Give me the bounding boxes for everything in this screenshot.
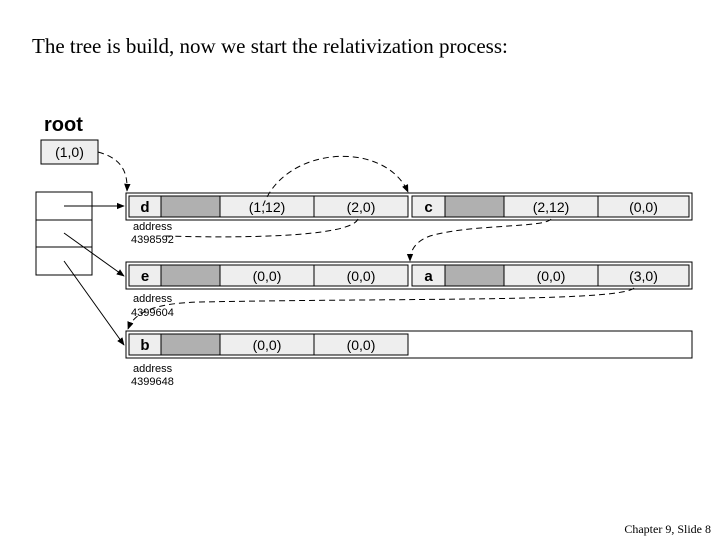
address-value: 4399648 bbox=[131, 376, 174, 388]
node-pair-1: (1,12) bbox=[249, 199, 286, 215]
node-shaded-cell bbox=[160, 333, 221, 356]
row-2: e (0,0) (0,0) a (0,0) (3,0) address 4399… bbox=[125, 261, 693, 319]
node-pair-2: (0,0) bbox=[347, 337, 376, 353]
node-shaded-cell bbox=[444, 195, 505, 218]
slide-heading: The tree is build, now we start the rela… bbox=[32, 34, 508, 58]
pointer-arrow-3 bbox=[63, 260, 125, 346]
a-to-b-arrow bbox=[127, 287, 635, 330]
node-pair-2: (3,0) bbox=[629, 268, 658, 284]
node-pair-1: (0,0) bbox=[253, 268, 282, 284]
node-b: b (0,0) (0,0) bbox=[128, 333, 409, 356]
node-pair-1: (0,0) bbox=[253, 337, 282, 353]
d-pair2-link bbox=[164, 218, 359, 238]
root-value: (1,0) bbox=[55, 144, 84, 160]
node-c: c (2,12) (0,0) bbox=[411, 195, 690, 218]
c-to-a-arrow bbox=[406, 218, 552, 262]
root-value-box bbox=[40, 139, 99, 165]
slide-footer: Chapter 9, Slide 8 bbox=[624, 522, 711, 536]
root-to-d-arrow bbox=[97, 151, 131, 192]
d-to-c-arrow bbox=[262, 155, 409, 207]
row-1: d (1,12) (2,0) c (2,12) (0,0) address 43… bbox=[125, 192, 693, 246]
node-label: b bbox=[140, 337, 149, 354]
node-e: e (0,0) (0,0) bbox=[128, 264, 409, 287]
node-pair-2: (0,0) bbox=[347, 268, 376, 284]
node-pair-1: (0,0) bbox=[537, 268, 566, 284]
node-shaded-cell bbox=[160, 264, 221, 287]
node-label: d bbox=[140, 199, 149, 216]
node-shaded-cell bbox=[444, 264, 505, 287]
node-pair-2: (2,0) bbox=[347, 199, 376, 215]
node-pair-1: (2,12) bbox=[533, 199, 570, 215]
address-label: address bbox=[133, 293, 173, 305]
address-label: address bbox=[133, 363, 173, 375]
node-pair-2: (0,0) bbox=[629, 199, 658, 215]
address-value: 4399604 bbox=[131, 307, 174, 319]
node-label: e bbox=[141, 268, 149, 285]
node-a: a (0,0) (3,0) bbox=[411, 264, 690, 287]
node-d: d (1,12) (2,0) bbox=[128, 195, 409, 218]
address-value: 4398592 bbox=[131, 234, 174, 246]
root-label: root bbox=[44, 114, 83, 136]
node-label: a bbox=[424, 268, 433, 285]
node-label: c bbox=[424, 199, 432, 216]
node-shaded-cell bbox=[160, 195, 221, 218]
row-3: b (0,0) (0,0) address 4399648 bbox=[125, 330, 693, 388]
pointer-arrow-2 bbox=[63, 232, 125, 277]
address-label: address bbox=[133, 221, 173, 233]
